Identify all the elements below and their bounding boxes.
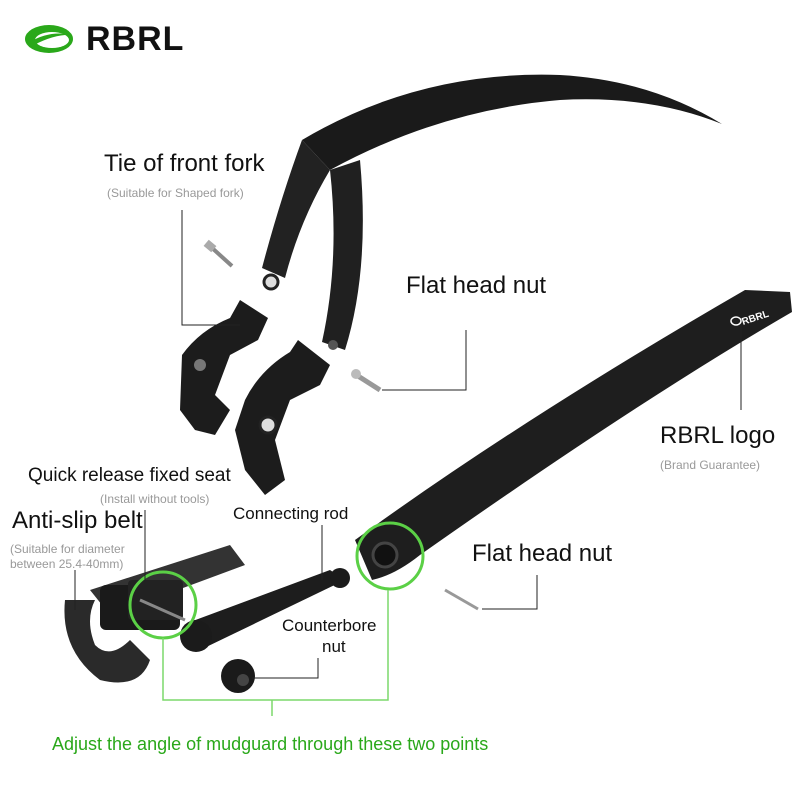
label-tie-front-fork-sub: (Suitable for Shaped fork)	[107, 186, 244, 200]
label-rbrl-logo-sub: (Brand Guarantee)	[660, 458, 761, 472]
label-counterbore-nut: nut	[322, 637, 346, 656]
label-rbrl-logo: RBRL logo	[660, 422, 776, 449]
adjust-point-2-marker	[355, 521, 425, 591]
front-fender	[262, 74, 722, 350]
label-flat-head-nut-2: Flat head nut	[472, 540, 613, 567]
brand-name: RBRL	[86, 20, 185, 58]
rbrl-logo-icon	[25, 25, 73, 53]
callout-line	[181, 210, 240, 326]
screw-icon	[444, 588, 479, 611]
label-quick-release: Quick release fixed seat	[28, 465, 231, 486]
label-adjust-note: Adjust the angle of mudguard through the…	[52, 734, 489, 754]
label-tie-front-fork: Tie of front fork	[104, 150, 265, 177]
counterbore-nut	[221, 659, 255, 693]
callout-line	[482, 575, 538, 610]
label-anti-slip-sub-1: (Suitable for diameter	[10, 542, 125, 556]
screw-icon	[203, 239, 234, 268]
callout-line	[252, 658, 319, 679]
adjust-connector-line	[162, 590, 389, 701]
fork-bracket-left	[180, 300, 268, 435]
quick-release-seat	[100, 580, 186, 630]
fork-bracket-right	[235, 340, 330, 495]
label-connecting-rod: Connecting rod	[233, 504, 349, 523]
label-anti-slip-sub-2: between 25.4-40mm)	[10, 557, 124, 571]
callout-line	[382, 330, 467, 391]
label-flat-head-nut-1: Flat head nut	[406, 272, 547, 299]
label-quick-release-sub: (Install without tools)	[100, 492, 210, 506]
rear-fender	[355, 290, 792, 580]
label-anti-slip-belt: Anti-slip belt	[12, 507, 143, 534]
screw-icon	[351, 369, 382, 393]
label-counterbore: Counterbore	[282, 616, 377, 635]
